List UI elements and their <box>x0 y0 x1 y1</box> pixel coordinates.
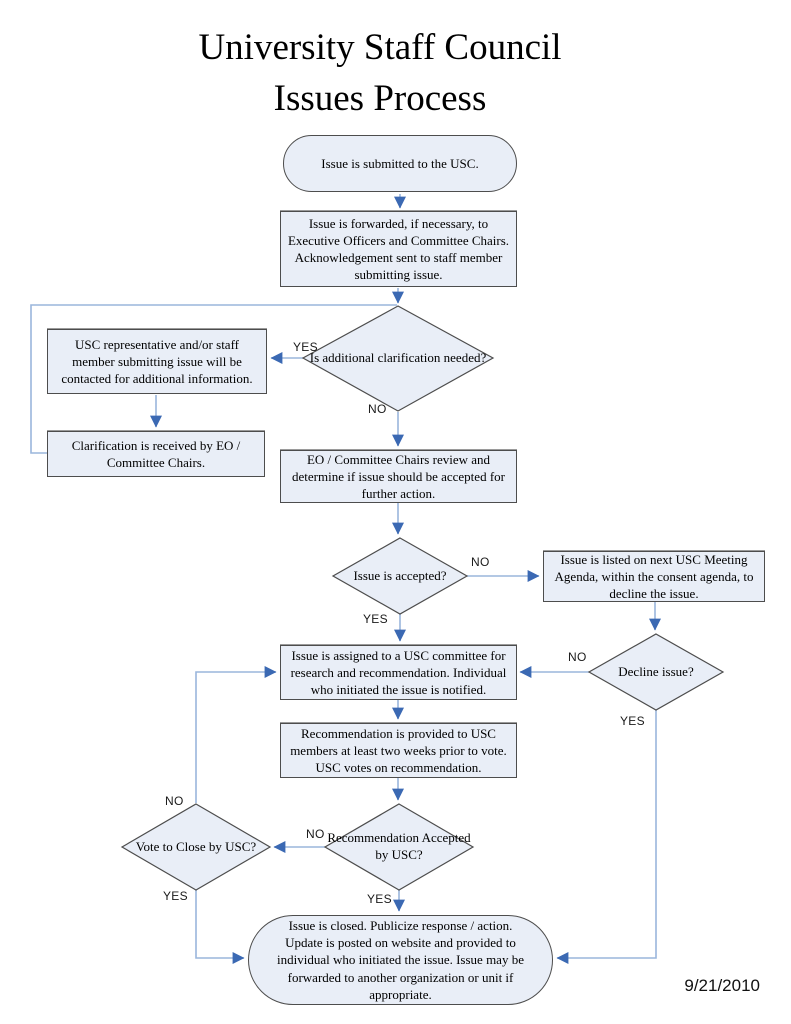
decline-issue-label: Decline issue? <box>618 663 694 679</box>
label-accepted-yes: YES <box>363 612 388 626</box>
label-vote-yes: YES <box>163 889 188 903</box>
label-vote-no: NO <box>165 794 184 808</box>
issue-accepted-label: Issue is accepted? <box>353 567 447 583</box>
node-end: Issue is closed. Publicize response / ac… <box>248 915 553 1005</box>
edge-clarification-loopback <box>30 304 397 454</box>
label-rec-yes: YES <box>367 892 392 906</box>
label-decline-yes: YES <box>620 714 645 728</box>
clarification-needed-diamond <box>301 305 495 412</box>
page-title: University Staff Council Issues Process <box>0 22 760 124</box>
node-start: Issue is submitted to the USC. <box>283 135 517 192</box>
node-eo-review: EO / Committee Chairs review and determi… <box>280 450 517 503</box>
node-clarification-received: Clarification is received by EO / Commit… <box>47 431 265 477</box>
clarification-needed-label: Is additional clarification needed? <box>309 349 487 365</box>
page-title-line2: Issues Process <box>273 78 487 120</box>
node-listed-agenda: Issue is listed on next USC Meeting Agen… <box>543 551 765 602</box>
node-forward: Issue is forwarded, if necessary, to Exe… <box>280 211 517 287</box>
vote-close-diamond <box>120 803 272 891</box>
issue-accepted-diamond <box>331 537 469 615</box>
edge-vote-yes <box>195 890 245 964</box>
page-title-line1: University Staff Council <box>198 27 562 68</box>
rec-accepted-label: Recommendation Accepted by USC? <box>327 830 471 862</box>
label-clarification-no: NO <box>368 402 387 416</box>
rec-accepted-diamond <box>323 803 475 891</box>
edge-decline-yes <box>556 710 657 964</box>
node-assigned: Issue is assigned to a USC committee for… <box>280 645 517 700</box>
edge-vote-no-loop <box>195 666 277 803</box>
vote-close-label: Vote to Close by USC? <box>135 838 257 854</box>
revision-date: 9/21/2010 <box>684 976 760 995</box>
label-decline-no: NO <box>568 650 587 664</box>
label-accepted-no: NO <box>471 555 490 569</box>
decline-issue-diamond <box>587 633 725 711</box>
node-usc-rep: USC representative and/or staff member s… <box>47 329 267 394</box>
label-clarification-yes: YES <box>293 340 318 354</box>
node-recommendation: Recommendation is provided to USC member… <box>280 723 517 778</box>
label-rec-no: NO <box>306 827 325 841</box>
